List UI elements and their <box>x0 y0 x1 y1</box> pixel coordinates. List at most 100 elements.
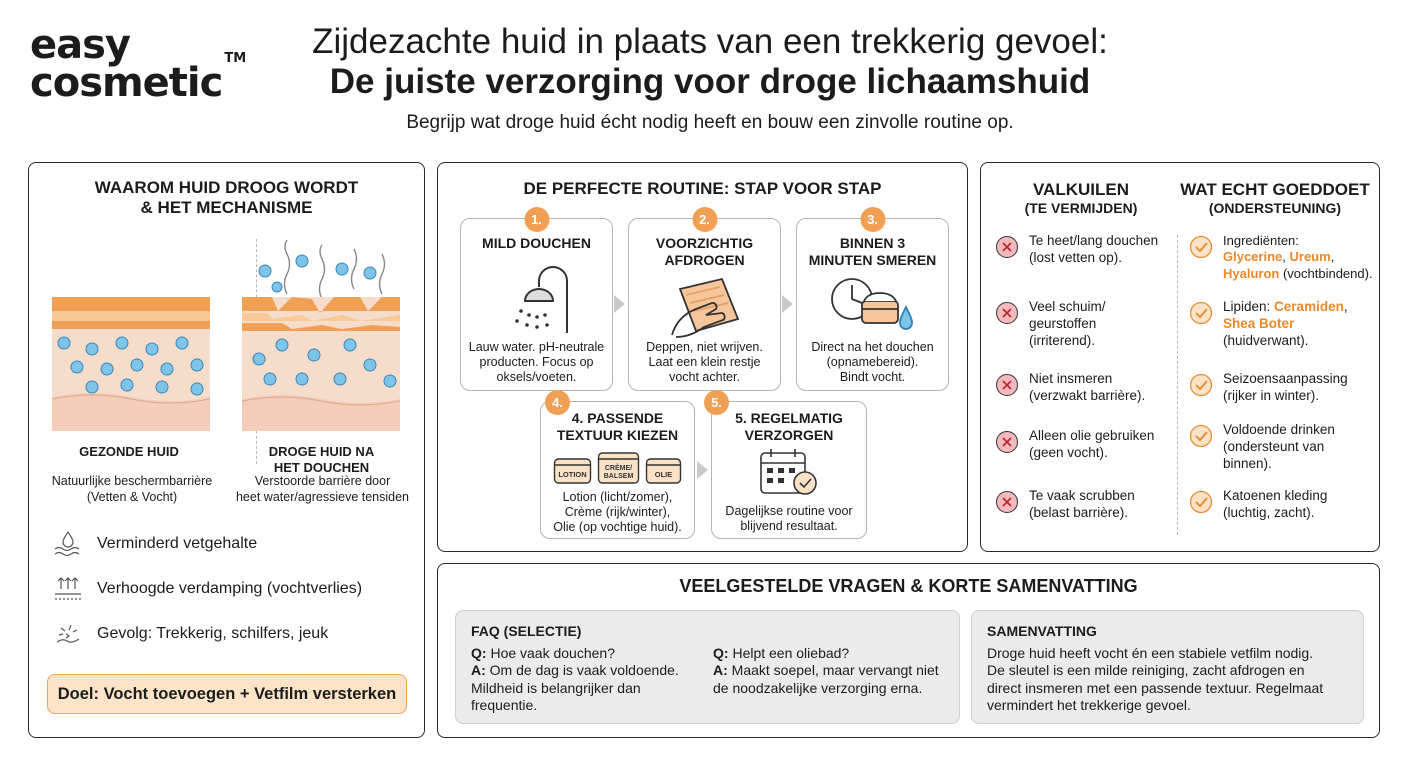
step-desc-1-line2: producten. Focus op <box>479 355 594 369</box>
healthy-skin-label: GEZONDE HUID <box>79 444 179 459</box>
why-dry-panel: WAAROM HUID DROOG WORDT & HET MECHANISME <box>28 162 425 738</box>
help-1-rest: (vochtbindend). <box>1279 265 1373 281</box>
step-title-3: BINNEN 3 MINUTEN SMEREN <box>797 235 948 269</box>
mechanism-reduced-fat: Verminderd vetgehalte <box>51 529 257 559</box>
page-title-line2: De juiste verzorging voor droge lichaams… <box>329 62 1091 101</box>
why-dry-title-line1: WAAROM HUID DROOG WORDT <box>94 178 359 197</box>
help-2-sep1: , <box>1343 299 1348 314</box>
mechanism-consequence: Gevolg: Trekkerig, schilfers, jeuk <box>51 619 328 649</box>
healthy-desc-line2: (Vetten & Vocht) <box>86 489 178 504</box>
healthy-desc-line1: Natuurlijke beschermbarrière <box>51 474 213 488</box>
calendar-check-icon <box>757 447 821 502</box>
dry-desc-line2: heet water/agressieve tensiden <box>235 489 410 504</box>
step-desc-1-line1: Lauw water. pH-neutrale <box>468 340 605 354</box>
faq-1-question: Hoe vaak douchen? <box>486 645 615 661</box>
summary-line1: Droge huid heeft vocht én een stabiele v… <box>987 645 1314 661</box>
step-desc-2-line2: Laat een klein restje <box>648 355 761 369</box>
texture-jars-icon: LOTION CRÈME/ BALSEM OLIE <box>550 449 685 490</box>
step-desc-5-line2: blijvend resultaat. <box>740 519 838 533</box>
summary-line4: vermindert het trekkerige gevoel. <box>987 697 1191 714</box>
healthy-skin-illustration <box>52 297 210 431</box>
step-card-2: 2. VOORZICHTIG AFDROGEN Deppen, niet wri… <box>628 207 781 391</box>
x-circle-icon <box>995 301 1019 325</box>
faq-2-answer-line2: de noodzakelijke verzorging erna. <box>713 679 923 696</box>
x-circle-icon <box>995 430 1019 454</box>
help-5-line2: (luchtig, zacht). <box>1223 504 1315 520</box>
droplet-layers-icon <box>51 529 85 559</box>
step-title-2-line1: VOORZICHTIG <box>655 235 754 251</box>
step-number-2: 2. <box>692 207 717 232</box>
step-title-4-line1: 4. PASSENDE <box>571 410 664 426</box>
logo-tm: TM <box>224 50 247 66</box>
pitfall-4-line2: (geen vocht). <box>1029 444 1108 460</box>
pitfall-item-3: Niet insmeren(verzwakt barrière). <box>995 371 1145 405</box>
faq-panel-title: VEELGESTELDE VRAGEN & KORTE SAMENVATTING <box>679 576 1138 596</box>
pitfall-item-1: Te heet/lang douchen(lost vetten op). <box>995 233 1158 267</box>
help-1-ureum: Ureum <box>1289 249 1331 265</box>
step-card-3: 3. BINNEN 3 MINUTEN SMEREN Direct na het… <box>796 207 949 391</box>
help-item-2: Lipiden: Ceramiden, Shea Boter (huidverw… <box>1189 299 1348 350</box>
dry-skin-desc: Verstoorde barrière door heet water/agre… <box>225 474 420 505</box>
help-1-line1: Ingrediënten: <box>1223 233 1299 248</box>
summary-box: SAMENVATTING Droge huid heeft vocht én e… <box>971 610 1364 724</box>
towel-hand-icon <box>666 275 744 344</box>
jar-label-balsem: BALSEM <box>603 473 633 480</box>
check-circle-icon <box>1189 490 1213 514</box>
pitfall-item-2: Veel schuim/geurstoffen(irriterend). <box>995 299 1106 350</box>
step-title-2-line2: AFDROGEN <box>664 251 745 268</box>
faq-1-answer-line1: Om de dag is vaak voldoende. <box>485 662 679 679</box>
help-2-ceramiden: Ceramiden <box>1274 299 1344 314</box>
step-desc-1-line3: oksels/voeten. <box>496 370 577 384</box>
flaking-skin-icon <box>51 619 85 649</box>
step-title-3-line2: MINUTEN SMEREN <box>808 251 937 268</box>
step-desc-3: Direct na het douchen (opnamebereid). Bi… <box>801 340 944 385</box>
help-item-1: Ingrediënten: Glycerine, Ureum, Hyaluron… <box>1189 233 1373 282</box>
help-4-line3: binnen). <box>1223 455 1272 471</box>
goal-banner: Doel: Vocht toevoegen + Vetfilm versterk… <box>47 674 407 714</box>
why-dry-title: WAAROM HUID DROOG WORDT & HET MECHANISME <box>29 178 424 219</box>
column-divider <box>1177 235 1178 535</box>
helps-title: WAT ECHT GOEDDOET <box>1180 180 1370 199</box>
help-2-rest: (huidverwant). <box>1223 332 1309 348</box>
faq-panel: VEELGESTELDE VRAGEN & KORTE SAMENVATTING… <box>437 563 1380 738</box>
dry-label-line1: DROGE HUID NA <box>268 444 375 459</box>
step-desc-4-line2: Crème (rijk/winter), <box>564 505 671 519</box>
help-4-line1: Voldoende drinken <box>1223 422 1335 437</box>
faq-2-q-label: Q: <box>713 645 729 661</box>
mechanism-text-1: Verminderd vetgehalte <box>97 535 258 552</box>
faq-2-question: Helpt een oliebad? <box>728 645 850 661</box>
step-number-5: 5. <box>704 390 729 415</box>
help-3-line2: (rijker in winter). <box>1223 387 1320 403</box>
summary-line3: direct insmeren met een passende textuur… <box>987 679 1324 696</box>
dry-desc-line1: Verstoorde barrière door <box>254 474 391 488</box>
helps-subtitle: (ONDERSTEUNING) <box>1208 200 1342 217</box>
pitfalls-title: VALKUILEN <box>1032 180 1129 199</box>
faq-item-2: Q: Helpt een oliebad? A: Maakt soepel, m… <box>713 645 953 697</box>
help-item-5: Katoenen kleding(luchtig, zacht). <box>1189 488 1327 522</box>
step-desc-3-line1: Direct na het douchen <box>811 340 934 354</box>
jar-label-olie: OLIE <box>654 470 672 479</box>
faq-1-answer-line3: frequentie. <box>471 697 538 714</box>
helps-header: WAT ECHT GOEDDOET (ONDERSTEUNING) <box>1177 179 1373 218</box>
step-title-4: 4. PASSENDE TEXTUUR KIEZEN <box>541 410 694 444</box>
faq-1-q-label: Q: <box>471 645 487 661</box>
faq-1-a-label: A: <box>471 662 486 679</box>
summary-text: Droge huid heeft vocht én een stabiele v… <box>987 645 1357 714</box>
pitfall-1-line2: (lost vetten op). <box>1029 249 1123 265</box>
step-number-3: 3. <box>860 207 885 232</box>
pitfalls-subtitle: (TE VERMIJDEN) <box>1024 200 1138 217</box>
help-1-glycerine: Glycerine <box>1223 249 1283 265</box>
jar-label-creme: CRÈME/ <box>604 463 631 472</box>
x-circle-icon <box>995 373 1019 397</box>
evaporation-icon <box>51 574 85 604</box>
pitfall-4-line1: Alleen olie gebruiken <box>1029 428 1155 443</box>
page-title-line1: Zijdezachte huid in plaats van een trekk… <box>312 22 1108 61</box>
pitfall-item-4: Alleen olie gebruiken(geen vocht). <box>995 428 1154 462</box>
x-circle-icon <box>995 490 1019 514</box>
healthy-skin-desc: Natuurlijke beschermbarrière (Vetten & V… <box>37 474 227 505</box>
summary-line2: De sleutel is een milde reiniging, zacht… <box>987 662 1305 679</box>
help-3-line1: Seizoensaanpassing <box>1223 371 1348 386</box>
help-1-hyaluron: Hyaluron <box>1223 265 1280 281</box>
help-2-shea: Shea Boter <box>1223 315 1295 331</box>
step-arrow-2 <box>782 295 793 313</box>
